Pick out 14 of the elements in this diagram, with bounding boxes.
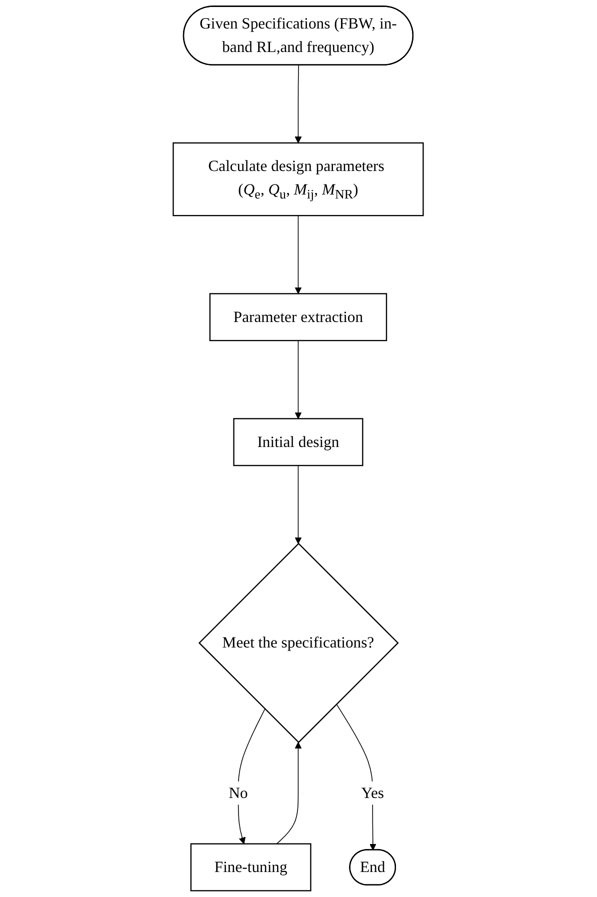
arrow bbox=[295, 465, 302, 544]
node-diamond: Meet the specifications? bbox=[198, 542, 400, 744]
node-box: Initial design bbox=[233, 418, 364, 466]
arrow bbox=[295, 64, 302, 144]
node-box: Calculate design parameters (Q$_{e}$, Q$_{u}$, M$_{ij}$, M$_{NR}$) bbox=[172, 142, 424, 216]
node-box: Parameter extraction bbox=[210, 293, 388, 342]
arrow bbox=[276, 742, 302, 844]
arrow bbox=[336, 704, 377, 850]
arrow bbox=[295, 215, 302, 294]
node-box: Fine-tuning bbox=[190, 843, 312, 892]
edge-label: Yes bbox=[362, 784, 384, 802]
arrow bbox=[238, 708, 266, 844]
arrow bbox=[295, 340, 302, 419]
edge-label: No bbox=[228, 784, 248, 802]
